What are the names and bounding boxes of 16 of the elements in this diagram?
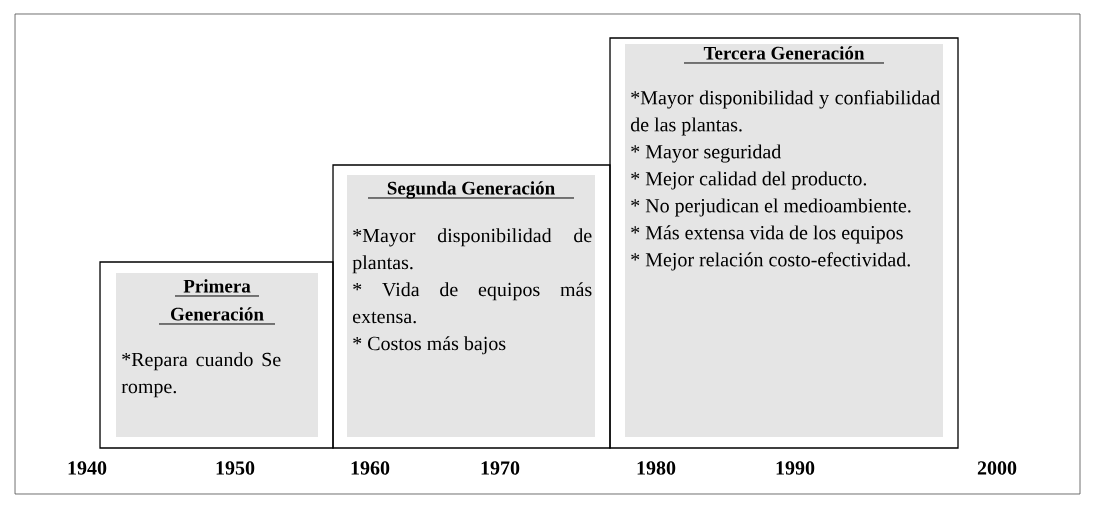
bullet-list: *Mayor disponibilidad de plantas. * Vida de equipos más extensa. * Costos más bajos <box>352 228 592 355</box>
node-label: * Mayor seguridad <box>631 144 782 163</box>
year-label: 1960 <box>351 461 390 475</box>
heading: Segunda Generación <box>367 181 575 199</box>
year-label: 1940 <box>68 461 107 475</box>
year-label: 1980 <box>637 461 676 475</box>
bullet-list: *Repara cuando Se rompe. <box>121 352 281 398</box>
node-label: * No perjudican el medioambiente. <box>631 198 911 217</box>
node-label: *Mayor disponibilidad y confiabilidad de las plantas. <box>630 90 940 136</box>
node-label: * Más extensa vida de los equipos <box>631 225 903 244</box>
node-label: * Mejor relación costo-efectividad. <box>631 252 910 271</box>
node-label: * Mejor calidad del producto. <box>631 171 867 190</box>
year-label: 2000 <box>977 461 1017 475</box>
heading: Primera Generación <box>158 279 276 325</box>
bullet-list: *Mayor disponibilidad y confiabilidad de las plantas. * Mayor seguridad * Mejor calidad del producto. * No perjudican el medioambiente. * Más extensa vida de los equipos * Mejor relación costo-efectividad. <box>630 90 940 271</box>
heading: Tercera Generación <box>683 46 885 64</box>
